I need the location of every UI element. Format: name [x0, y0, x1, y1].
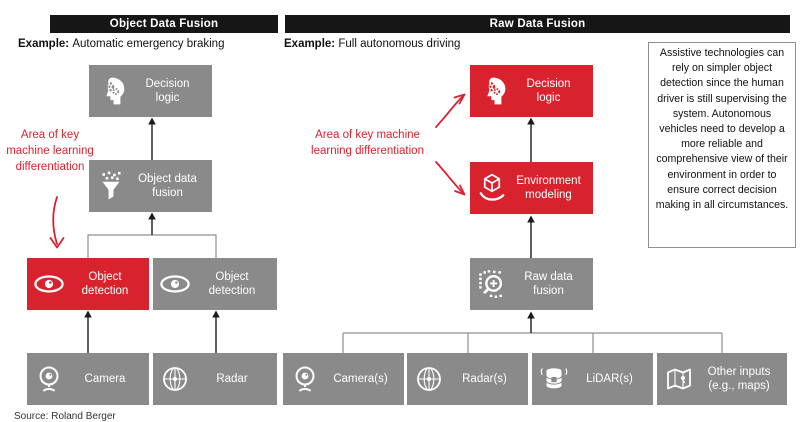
- node-lidars: LiDAR(s): [532, 353, 653, 405]
- radar-icon: [153, 364, 197, 394]
- node-label: Decision logic: [145, 77, 190, 104]
- example-right-text: Full autonomous driving: [338, 38, 461, 50]
- source-line: Source: Roland Berger: [14, 411, 116, 422]
- node-label: Radar: [216, 372, 248, 385]
- node-label: Environment modeling: [516, 174, 581, 201]
- node-object-data-fusion: Object data fusion: [89, 160, 212, 212]
- header-object-data-fusion: Object Data Fusion: [50, 15, 278, 33]
- node-decision-logic-left: Decision logic: [89, 65, 212, 117]
- note-box: Assistive technologies can rely on simpl…: [648, 42, 796, 248]
- node-label: Camera: [84, 372, 126, 385]
- magnifier-data-icon: [470, 268, 514, 300]
- header-raw-data-fusion: Raw Data Fusion: [285, 15, 790, 33]
- node-environment-modeling: Environment modeling: [470, 162, 593, 214]
- node-label: Camera(s): [333, 372, 388, 385]
- node-label: Raw data fusion: [524, 270, 573, 297]
- node-camera: Camera: [27, 353, 149, 405]
- node-label: Decision logic: [526, 77, 571, 104]
- node-object-detection-camera: Object detection: [27, 258, 149, 310]
- example-left-text: Automatic emergency braking: [72, 38, 225, 50]
- funnel-data-icon: [89, 170, 133, 202]
- webcam-icon: [27, 364, 71, 394]
- map-icon: [657, 364, 701, 394]
- example-left-label: Example:: [18, 38, 70, 50]
- node-other-inputs: Other inputs (e.g., maps): [657, 353, 787, 405]
- node-label: Other inputs (e.g., maps): [707, 365, 771, 392]
- node-label: LiDAR(s): [586, 372, 633, 385]
- example-right-label: Example:: [284, 38, 336, 50]
- example-right: Example: Full autonomous driving: [284, 38, 460, 50]
- node-cameras: Camera(s): [283, 353, 404, 405]
- lidar-cylinder-icon: [532, 364, 576, 394]
- head-gears-icon: [89, 75, 133, 107]
- radar-icon: [407, 364, 451, 394]
- hand-cube-icon: [470, 172, 514, 204]
- webcam-icon: [283, 364, 327, 394]
- node-label: Radar(s): [462, 372, 507, 385]
- annotation-left: Area of key machine learning differentia…: [6, 129, 94, 173]
- annotation-right: Area of key machine learning differentia…: [311, 129, 424, 157]
- head-gears-icon: [470, 75, 514, 107]
- node-decision-logic-right: Decision logic: [470, 65, 593, 117]
- eye-icon: [27, 267, 71, 301]
- node-label: Object detection: [81, 270, 129, 297]
- eye-icon: [153, 267, 197, 301]
- node-radars: Radar(s): [407, 353, 528, 405]
- node-label: Object data fusion: [138, 172, 197, 199]
- node-object-detection-radar: Object detection: [153, 258, 277, 310]
- node-radar: Radar: [153, 353, 277, 405]
- example-left: Example: Automatic emergency braking: [18, 38, 224, 50]
- node-label: Object detection: [208, 270, 256, 297]
- node-raw-data-fusion: Raw data fusion: [470, 258, 593, 310]
